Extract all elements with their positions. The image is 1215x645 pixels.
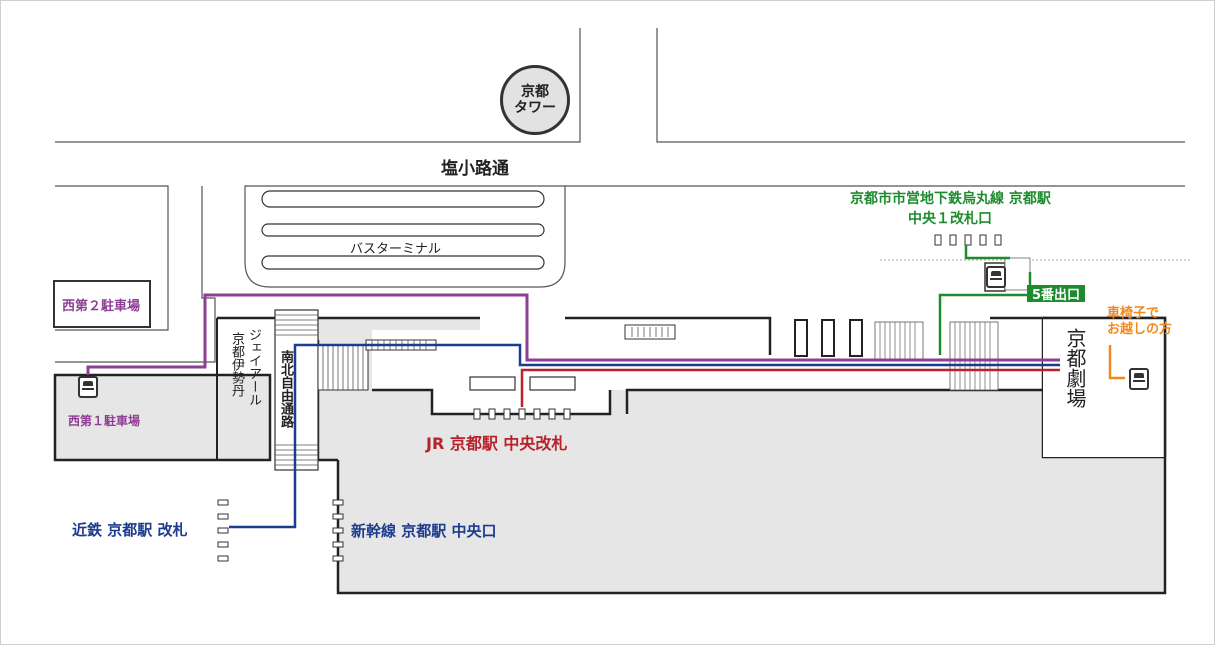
route-orange [1108,345,1125,380]
jr-gate-row [473,408,571,420]
bus-lane-2 [261,223,545,237]
theater-label: 京都劇場 [1063,328,1087,408]
jr-gate-alcove [372,388,612,416]
route-purple [86,293,1060,375]
escalator-jr-1 [469,376,516,391]
west1-parking-label: 西第１駐車場 [68,414,141,428]
subway-gate-row [934,234,1002,246]
shinkansen-gate-row [332,499,344,562]
kintetsu-gate-label: 近鉄 京都駅 改札 [72,521,188,539]
station-fill [217,318,1165,593]
kintetsu-gate-row [217,499,229,562]
exit5-stairs [1004,257,1031,291]
stairs-east-1 [874,321,924,361]
bus-lane-3 [261,255,545,270]
wheelchair-label-2: お越しの方 [1107,322,1173,337]
street-label: 塩小路通 [441,159,509,179]
theater-elevator-icon [1129,368,1149,390]
block-isetan-west [55,186,216,363]
subway-gate-label-2: 中央１改札口 [908,211,992,227]
shinkansen-gate-label: 新幹線 京都駅 中央口 [351,522,497,540]
route-red [520,368,1060,407]
kyoto-tower: 京都 タワー [500,65,570,135]
tower-label: 京都 タワー [514,84,556,116]
subway-elevator-icon [986,266,1006,288]
wheelchair-label-1: 車椅子で [1107,306,1160,321]
route-blue [229,343,1060,529]
subway-gate-label-1: 京都市市営地下鉄烏丸線 京都駅 [850,191,1051,207]
west2-parking-label: 西第２駐車場 [62,299,141,314]
isetan-label-line1: ジェイアール [246,328,261,406]
isetan-label-line2: 京都伊勢丹 [229,332,244,397]
block-west-edge [55,185,169,331]
stairs-east-2 [949,321,999,391]
exit5-badge: 5番出口 [1027,285,1085,303]
passage-stair-lines [275,314,318,466]
central-north-wall [565,316,772,355]
west1-parking-icon [78,376,98,398]
passage-label: 南北自由通路 [278,350,293,428]
pillars [794,319,863,357]
station-north-wall [625,388,1043,414]
bus-lane-1 [261,190,545,208]
theater-outline [1043,316,1167,457]
escalator-jr-2 [529,376,576,391]
escalator-west-lines [322,345,364,390]
bus-terminal-label: バスターミナル [350,242,442,257]
block-northeast-edge [656,28,1185,143]
jr-gate-label: JR 京都駅 中央改札 [426,434,568,453]
west2-parking-box [53,280,151,328]
route-green [938,245,1032,355]
block-tower-edge [55,28,581,143]
